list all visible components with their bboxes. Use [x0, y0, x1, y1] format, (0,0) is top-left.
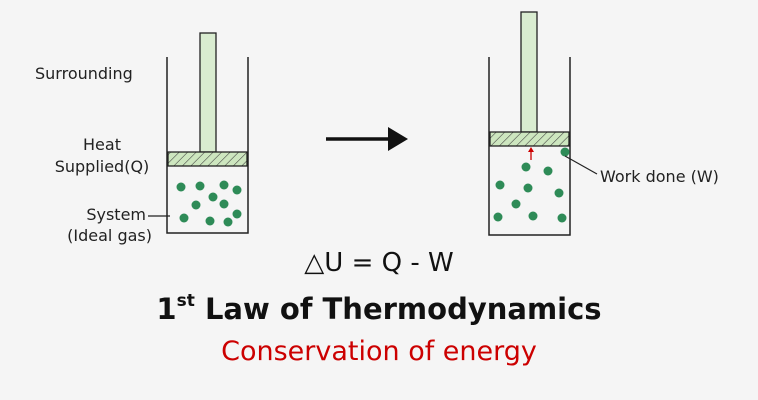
- gas-molecule: [511, 199, 521, 209]
- gas-molecule: [232, 209, 242, 219]
- cylinder-initial: [148, 32, 249, 234]
- gas-molecule: [219, 180, 229, 190]
- cylinder-initial-walls: [166, 57, 249, 234]
- gas-molecule: [219, 199, 229, 209]
- page-title: 1st Law of Thermodynamics: [0, 292, 758, 326]
- gas-molecule: [191, 200, 201, 210]
- surrounding-label: Surrounding: [35, 64, 133, 83]
- gas-molecule: [543, 166, 553, 176]
- gas-molecules-initial: [176, 180, 242, 227]
- work-arrow: [528, 147, 534, 160]
- gas-molecule: [528, 211, 538, 221]
- gas-molecule: [523, 183, 533, 193]
- heat-label-line2: Supplied(Q): [54, 157, 150, 176]
- gas-molecule: [232, 185, 242, 195]
- work-pointer-line: [564, 155, 598, 175]
- piston-initial: [167, 151, 248, 167]
- gas-molecule: [493, 212, 503, 222]
- title-number: 1: [156, 292, 177, 326]
- gas-molecule: [557, 213, 567, 223]
- gas-molecule: [223, 217, 233, 227]
- cylinder-final-walls: [488, 57, 571, 236]
- piston-final: [489, 131, 570, 147]
- page-subtitle: Conservation of energy: [221, 336, 537, 367]
- gas-molecule: [560, 147, 570, 157]
- system-label-line2: (Ideal gas): [67, 226, 152, 245]
- title-superscript: st: [176, 291, 195, 311]
- process-arrow: [326, 127, 408, 151]
- piston-rod-final: [520, 11, 538, 133]
- system-label-line1: System: [86, 205, 146, 224]
- gas-molecule: [521, 162, 531, 172]
- process-arrow-head: [388, 127, 408, 151]
- piston-rod-initial: [199, 32, 217, 153]
- gas-molecule: [205, 216, 215, 226]
- gas-molecule: [179, 213, 189, 223]
- gas-molecule: [554, 188, 564, 198]
- title-rest: Law of Thermodynamics: [194, 292, 602, 326]
- cylinder-final: [488, 11, 598, 236]
- work-done-label: Work done (W): [600, 167, 719, 186]
- gas-molecule: [176, 182, 186, 192]
- gas-molecule: [195, 181, 205, 191]
- gas-molecule: [208, 192, 218, 202]
- heat-label-line1: Heat: [83, 135, 121, 154]
- gas-molecule: [495, 180, 505, 190]
- first-law-equation: △U = Q - W: [304, 248, 454, 278]
- work-arrow-head: [528, 147, 534, 152]
- gas-molecules-final: [493, 147, 570, 223]
